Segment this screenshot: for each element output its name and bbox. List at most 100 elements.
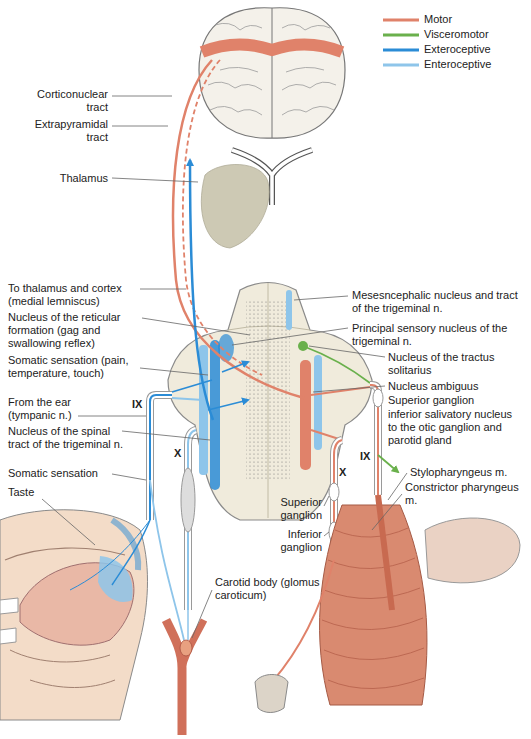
- anatomy-label: Nucleus of the spinal tract of the trige…: [8, 425, 133, 451]
- legend-swatch: [382, 31, 420, 39]
- illustration-path: [208, 82, 262, 90]
- legend-line: [383, 19, 419, 22]
- illustration-rect: [246, 300, 290, 480]
- illustration-line: [324, 496, 329, 506]
- anatomy-label: Taste: [8, 486, 68, 499]
- illustration-path: [0, 598, 18, 614]
- legend-line: [383, 34, 419, 37]
- illustration-line: [140, 368, 208, 375]
- illustration-ellipse: [329, 483, 339, 501]
- illustration-line: [294, 296, 348, 300]
- illustration-path: [335, 528, 408, 537]
- illustration-path: [172, 398, 203, 400]
- illustration-path: [378, 495, 392, 610]
- illustration-path: [172, 380, 212, 392]
- illustration-path: [0, 510, 148, 720]
- legend-text: Enteroceptive: [424, 58, 491, 71]
- illustration-rect: [300, 360, 311, 470]
- illustration-path: [282, 24, 330, 30]
- anatomy-label: Nucleus of the tractus solitarius: [388, 351, 524, 377]
- illustration-path: [303, 346, 370, 383]
- legend-swatch: [382, 46, 420, 54]
- legend-text: Motor: [424, 13, 452, 26]
- illustration-path: [0, 628, 16, 644]
- illustration-path: [222, 362, 248, 372]
- anatomy-label: Corticonuclear tract: [18, 88, 108, 114]
- legend-line: [383, 64, 419, 67]
- pharynx-muscles: [255, 495, 520, 713]
- illustration-ellipse: [373, 389, 383, 407]
- illustration-path: [10, 650, 110, 662]
- illustration-path: [199, 8, 345, 138]
- illustration-g: [322, 528, 424, 689]
- anatomy-label: Superior ganglion: [260, 496, 322, 522]
- head-section: [0, 510, 150, 720]
- anatomy-label: From the ear (tympanic n.): [8, 396, 108, 422]
- illustration-line: [78, 416, 146, 417]
- illustration-path: [215, 23, 262, 30]
- anatomy-label: Stylopharyngeus m.: [410, 466, 522, 479]
- illustration-line: [309, 346, 385, 357]
- legend-text: Visceromotor: [424, 28, 489, 41]
- brain: [199, 8, 345, 138]
- anatomy-label: inferior salivatory nucleus to the otic …: [388, 408, 524, 447]
- illustration-path: [70, 520, 150, 590]
- illustration-path: [112, 520, 150, 585]
- illustration-path: [322, 618, 423, 630]
- illustration-line: [142, 318, 250, 335]
- illustration-path: [282, 82, 336, 90]
- illustration-path: [324, 588, 420, 599]
- illustration-line: [42, 499, 95, 545]
- illustration-path: [378, 455, 398, 472]
- illustration-line: [313, 386, 385, 392]
- illustration-path: [320, 505, 427, 705]
- illustration-path: [150, 480, 184, 640]
- anatomy-label: Somatic sensation (pain, temperature, to…: [8, 354, 136, 380]
- anatomy-label: Mesesncephalic nucleus and tract of the …: [352, 289, 524, 315]
- illustration-line: [112, 474, 146, 480]
- illustration-ellipse: [180, 640, 192, 656]
- illustration-line: [112, 178, 198, 182]
- illustration-line: [324, 532, 329, 536]
- illustration-path: [328, 678, 424, 689]
- thalamus: [201, 165, 269, 248]
- illustration-line: [372, 494, 402, 530]
- illustration-line: [140, 289, 186, 290]
- illustration-line: [192, 590, 212, 638]
- legend-text: Exteroceptive: [424, 43, 491, 56]
- illustration-path: [282, 106, 334, 115]
- illustration-line: [122, 431, 210, 440]
- illustration-ellipse: [181, 468, 195, 532]
- anatomy-label: To thalamus and cortex (medial lemniscus…: [8, 282, 146, 308]
- anatomy-label: Principal sensory nucleus of the trigemi…: [352, 322, 520, 348]
- anatomy-label: Extrapyramidal tract: [18, 118, 108, 144]
- illustration-line: [272, 8, 273, 138]
- illustration-line: [112, 96, 172, 97]
- illustration-path: [166, 620, 182, 735]
- illustration-line: [112, 126, 168, 127]
- legend-line: [383, 49, 419, 52]
- illustration-path: [112, 520, 138, 570]
- anatomy-label: Nucleus of the reticular formation (gag …: [8, 311, 146, 350]
- anatomy-label: Nucleus ambiguus: [388, 380, 524, 393]
- nerve-number: X: [174, 447, 181, 460]
- carotid-artery: [166, 620, 204, 735]
- illustration-path: [324, 648, 424, 660]
- illustration-path: [425, 518, 520, 583]
- illustration-path: [202, 44, 342, 52]
- illustration-rect: [314, 355, 322, 450]
- illustration-path: [286, 67, 324, 72]
- nerve-number: IX: [132, 398, 142, 411]
- anatomy-label: Constrictor pharyngeus m.: [405, 481, 523, 507]
- anatomy-label: Inferior ganglion: [260, 528, 322, 554]
- anatomy-label: Carotid body (glomus caroticum): [215, 576, 320, 602]
- anatomy-label: Somatic sensation: [8, 467, 118, 480]
- illustration-path: [220, 67, 258, 72]
- illustration-path: [210, 106, 262, 115]
- illustration-path: [208, 400, 248, 410]
- illustration-path: [187, 610, 189, 640]
- legend-swatch: [382, 61, 420, 69]
- anatomy-label: Superior ganglion: [388, 394, 524, 407]
- illustration-path: [173, 60, 304, 398]
